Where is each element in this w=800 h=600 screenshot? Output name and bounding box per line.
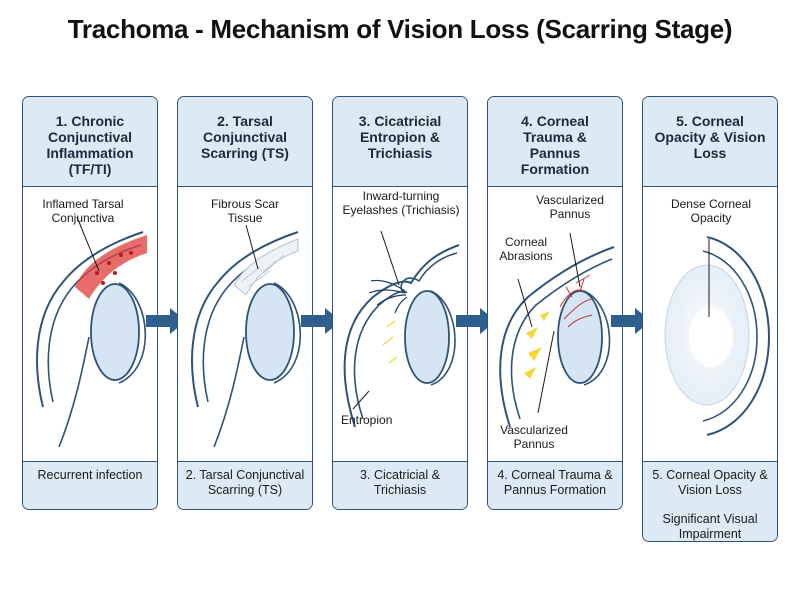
inward-eyelash <box>370 279 406 292</box>
inner-eyelid-contour <box>510 258 613 420</box>
stage-heading: 1. Chronic Conjunctival Inflammation (TF… <box>46 113 134 177</box>
outer-eye-contour <box>706 236 771 436</box>
stage-footer: 3. Cicatricial & Trichiasis <box>333 461 467 509</box>
inflammation-dot <box>119 253 123 257</box>
label-leader <box>517 278 533 328</box>
annotation-label: Dense Corneal Opacity <box>670 197 752 225</box>
lower-lid-contour <box>58 336 90 448</box>
label-leader <box>76 216 100 272</box>
inflammation-dot <box>95 271 99 275</box>
inner-eye-contour <box>702 250 758 422</box>
stage-panel-3: 3. Cicatricial Entropion & Trichiasis In… <box>332 96 468 510</box>
label-leader <box>245 224 259 270</box>
cornea-lens <box>90 283 140 381</box>
stage-footer-note: Significant Visual Impairment <box>662 512 758 541</box>
label-leader <box>352 390 370 410</box>
stage-panel-4: 4. Corneal Trauma & Pannus Formation Vas… <box>487 96 623 510</box>
stage-footer-text: 2. Tarsal Conjunctival Scarring (TS) <box>185 468 305 497</box>
inflammation-dot <box>107 261 111 265</box>
cornea-lens <box>404 290 450 384</box>
annotation-label: Fibrous Scar Tissue <box>210 197 280 225</box>
right-arrow-icon <box>301 308 341 334</box>
inner-eyelid-contour <box>353 290 408 420</box>
lower-lid-contour <box>213 336 245 448</box>
stage-footer: 2. Tarsal Conjunctival Scarring (TS) <box>178 461 312 509</box>
stage-footer: 5. Corneal Opacity & Vision Loss Signifi… <box>643 461 777 541</box>
inflammation-dot <box>101 281 105 285</box>
stage-footer-text: 3. Cicatricial & Trichiasis <box>360 468 440 497</box>
stage-footer-text: Recurrent infection <box>37 468 143 482</box>
eye-cross-section-illustration <box>36 216 147 448</box>
sclera-curve <box>118 282 147 384</box>
fibrous-scar-tissue <box>233 238 299 296</box>
stage-heading-box: 4. Corneal Trauma & Pannus Formation <box>488 97 622 187</box>
page-title: Trachoma - Mechanism of Vision Loss (Sca… <box>67 14 733 44</box>
dense-opacity-core <box>689 307 733 367</box>
outer-eyelid-contour <box>36 231 144 408</box>
pannus-vessels <box>559 274 593 328</box>
eye-cross-section-illustration <box>343 230 460 428</box>
stage-panel-2: 2. Tarsal Conjunctival Scarring (TS) Fib… <box>177 96 313 510</box>
corneal-abrasion <box>524 311 550 379</box>
stage-heading-box: 3. Cicatricial Entropion & Trichiasis <box>333 97 467 187</box>
annotation-label: Inward-turning Eyelashes (Trichiasis) <box>342 189 460 217</box>
stage-panel-1: 1. Chronic Conjunctival Inflammation (TF… <box>22 96 158 510</box>
stage-heading: 3. Cicatricial Entropion & Trichiasis <box>358 113 442 161</box>
stage-heading: 4. Corneal Trauma & Pannus Formation <box>520 113 590 177</box>
annotation-label: Vascularized Pannus <box>500 423 568 451</box>
outer-eyelid-contour <box>499 246 615 428</box>
stage-footer-text: 5. Corneal Opacity & Vision Loss <box>652 468 768 497</box>
sclera-curve <box>583 290 611 386</box>
stage-panel-5: 5. Corneal Opacity & Vision Loss Dense C… <box>642 96 778 542</box>
inward-eyelash <box>376 294 407 306</box>
annotation-label: Inflamed Tarsal Conjunctiva <box>42 197 124 225</box>
label-leader <box>537 330 555 414</box>
eye-cross-section-illustration <box>499 232 615 428</box>
right-arrow-icon <box>146 308 186 334</box>
inflammation-dot <box>113 271 117 275</box>
stage-footer-text: 4. Corneal Trauma & Pannus Formation <box>497 468 613 497</box>
eye-cross-section-illustration <box>664 236 771 436</box>
corneal-scratch <box>382 320 398 364</box>
stage-heading-box: 2. Tarsal Conjunctival Scarring (TS) <box>178 97 312 187</box>
outer-eyelid-contour <box>191 231 299 408</box>
eye-cross-section-illustration <box>191 224 302 448</box>
label-leader <box>380 230 400 286</box>
annotation-label: Vascularized Pannus <box>536 193 604 221</box>
inward-eyelash <box>394 296 408 314</box>
stage-heading: 5. Corneal Opacity & Vision Loss <box>654 113 766 161</box>
inflammation-dot <box>129 251 133 255</box>
sclera-curve <box>273 282 302 384</box>
scar-strand <box>241 254 285 288</box>
stage-heading-box: 1. Chronic Conjunctival Inflammation (TF… <box>23 97 157 187</box>
inward-eyelash <box>368 289 406 294</box>
stage-heading-box: 5. Corneal Opacity & Vision Loss <box>643 97 777 187</box>
inflamed-conjunctiva <box>75 235 147 299</box>
stage-heading: 2. Tarsal Conjunctival Scarring (TS) <box>201 113 289 161</box>
right-arrow-icon <box>611 308 651 334</box>
sclera-curve <box>430 290 456 386</box>
right-arrow-icon <box>456 308 496 334</box>
entropion-fold <box>400 252 458 294</box>
cornea-lens <box>245 283 295 381</box>
annotation-label: Entropion <box>341 413 393 427</box>
annotation-label: Corneal Abrasions <box>499 235 553 263</box>
stage-footer: 4. Corneal Trauma & Pannus Formation <box>488 461 622 509</box>
label-leader <box>569 232 581 288</box>
stage-footer: Recurrent infection <box>23 461 157 509</box>
